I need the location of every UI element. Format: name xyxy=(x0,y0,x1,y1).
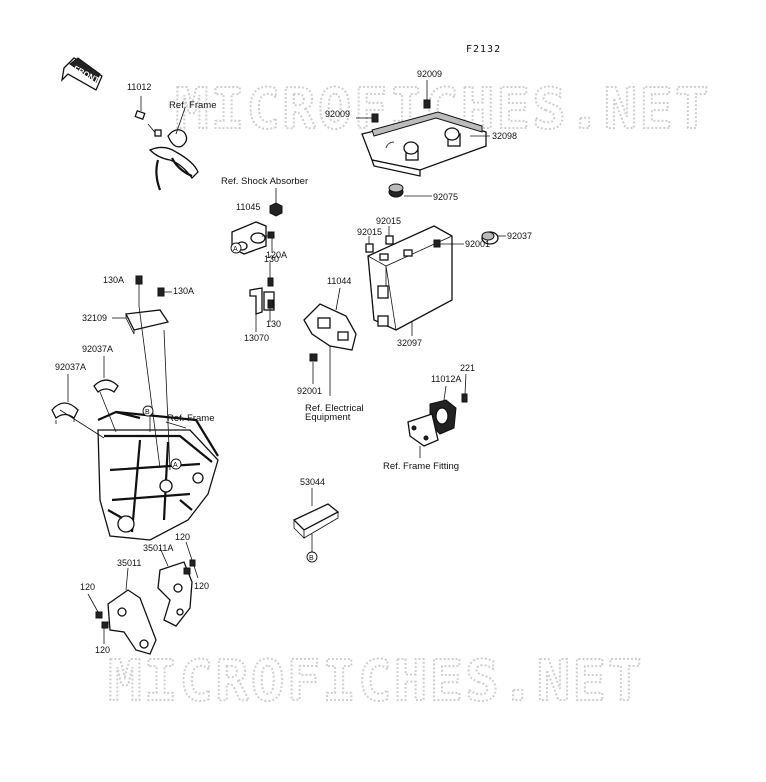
label-92037: 92037 xyxy=(507,231,532,241)
label-120-d: 120 xyxy=(95,645,110,655)
label-92037a-lower: 92037A xyxy=(55,362,86,372)
label-92015-a: 92015 xyxy=(376,216,401,226)
grommet-92075 xyxy=(388,183,432,198)
label-11012: 11012 xyxy=(127,82,151,92)
clamp-92037a-upper xyxy=(93,356,119,393)
bracket-35011 xyxy=(87,567,157,655)
label-92037a-upper: 92037A xyxy=(82,344,113,354)
label-ref-shock-absorber: Ref. Shock Absorber xyxy=(221,176,308,187)
frame-head-part xyxy=(134,96,199,191)
label-11044: 11044 xyxy=(327,276,351,286)
callout-a-frame-text: A xyxy=(173,462,178,469)
label-120a: 120A xyxy=(266,250,287,260)
label-11045: 11045 xyxy=(236,202,260,212)
cushion-92037 xyxy=(481,231,506,245)
label-92075: 92075 xyxy=(433,192,458,202)
frame-fitting-11012a xyxy=(407,385,457,447)
label-ref-electrical-2: Equipment xyxy=(305,412,351,423)
tray-32098-part xyxy=(361,111,487,177)
figure-code: F2132 xyxy=(466,44,501,55)
label-130-top: 130 xyxy=(264,254,279,264)
label-13070: 13070 xyxy=(244,333,269,343)
label-130a-left: 130A xyxy=(103,275,124,285)
bolt-92001-right xyxy=(433,239,464,248)
label-ref-frame-top: Ref. Frame xyxy=(169,100,217,111)
label-ref-electrical-1: Ref. Electrical xyxy=(305,403,364,414)
clip-92015-b xyxy=(385,226,394,245)
plate-11044 xyxy=(303,287,357,351)
pad-53044 xyxy=(292,488,340,552)
label-130-bottom: 130 xyxy=(266,319,281,329)
cover-32109 xyxy=(112,309,170,335)
main-frame-part xyxy=(59,305,219,541)
label-32097: 32097 xyxy=(397,338,422,348)
label-53044: 53044 xyxy=(300,477,325,487)
watermark-bottom: MICROFICHES.NET xyxy=(108,649,644,714)
bolt-92009-top xyxy=(423,80,431,109)
label-130a-right: 130A xyxy=(173,286,194,296)
callout-b-pad-text: B xyxy=(309,555,314,562)
label-ref-frame-mid: Ref. Frame xyxy=(167,413,215,424)
label-92009-top: 92009 xyxy=(417,69,442,79)
label-35011: 35011 xyxy=(117,558,141,568)
label-92001-left: 92001 xyxy=(297,386,322,396)
callout-b-frame-text: B xyxy=(145,409,150,416)
callout-b-pad: B xyxy=(306,551,318,563)
bolt-92001-left xyxy=(309,353,318,384)
label-32109: 32109 xyxy=(82,313,107,323)
label-120-c: 120 xyxy=(80,582,95,592)
bracket-35011a xyxy=(157,541,199,627)
clip-92015-a xyxy=(365,236,374,253)
nut-11045 xyxy=(269,188,283,217)
bolt-130a-right xyxy=(157,287,172,297)
clamp-92037a-lower xyxy=(51,374,79,424)
label-32098: 32098 xyxy=(492,131,517,141)
label-92015-b: 92015 xyxy=(357,227,382,237)
bolt-92009-left xyxy=(356,113,379,123)
label-120-b: 120 xyxy=(194,581,209,591)
label-11012a: 11012A xyxy=(431,374,461,384)
label-92009-left: 92009 xyxy=(325,109,350,119)
callout-a-top: A xyxy=(230,242,242,254)
battery-case-32097 xyxy=(367,225,453,331)
callout-b-frame: B xyxy=(142,405,154,417)
bracket-13070 xyxy=(249,262,275,332)
label-120-a: 120 xyxy=(175,532,190,542)
bolt-130a-left xyxy=(135,275,143,306)
callout-a-frame: A xyxy=(170,458,182,470)
label-221: 221 xyxy=(460,363,475,373)
front-arrow-icon: FRONT xyxy=(61,57,103,91)
label-ref-frame-fitting: Ref. Frame Fitting xyxy=(383,461,459,472)
bolt-221 xyxy=(461,373,468,403)
label-92001-right: 92001 xyxy=(465,239,490,249)
label-35011a: 35011A xyxy=(143,543,173,553)
callout-a-top-text: A xyxy=(233,246,238,253)
